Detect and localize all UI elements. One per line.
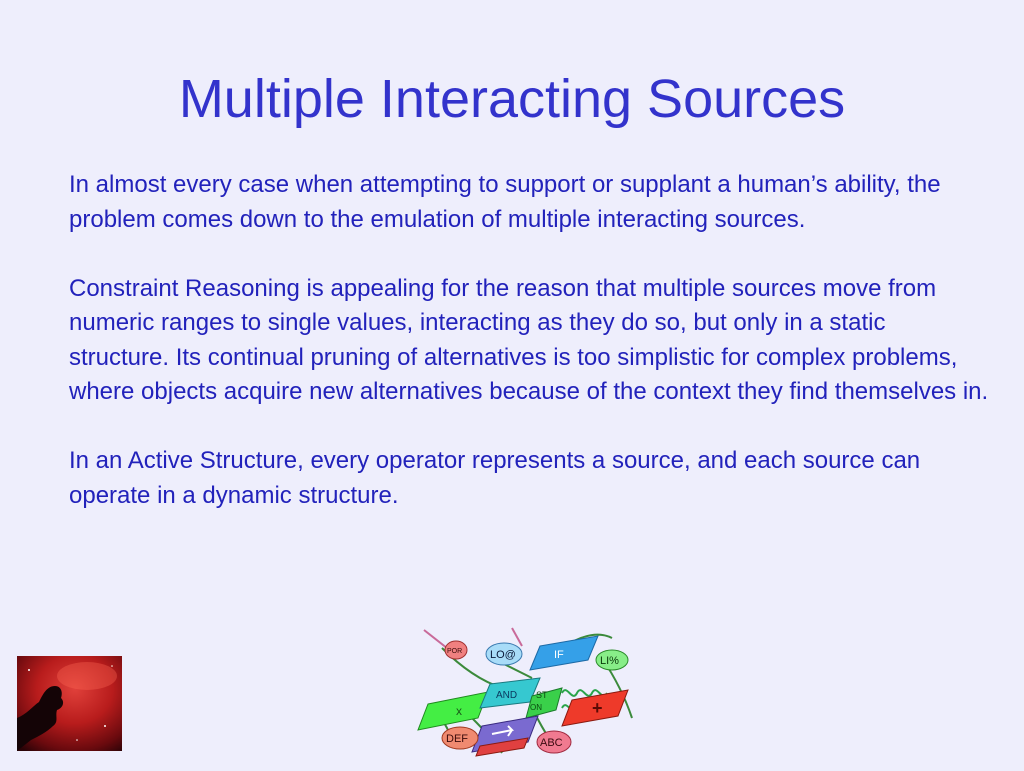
- arrow-icon: [491, 725, 515, 737]
- st-label: ST: [536, 690, 548, 700]
- x-label: x: [456, 704, 462, 718]
- paragraph-1: In almost every case when attempting to …: [69, 171, 941, 233]
- on-label: ON: [530, 703, 542, 712]
- arrow-tile-edge: [475, 737, 529, 757]
- slide-title: Multiple Interacting Sources: [178, 69, 846, 129]
- li-node: [595, 649, 629, 671]
- abc-label: ABC: [540, 737, 563, 749]
- por-node: [444, 640, 468, 660]
- paragraph-3: In an Active Structure, every operator r…: [69, 447, 921, 509]
- network-graphic: IF x AND ST ON + POR LO@ LI% DEF ABC: [417, 627, 633, 757]
- loc-node: [485, 642, 523, 666]
- def-label: DEF: [446, 733, 468, 745]
- loc-label: LO@: [490, 649, 516, 661]
- plus-tile: [561, 689, 629, 727]
- li-label: LI%: [600, 655, 619, 667]
- and-label: AND: [496, 690, 517, 701]
- plus-label: +: [592, 698, 603, 718]
- x-tile: [417, 691, 489, 731]
- slide-body: In almost every case when attempting to …: [69, 168, 989, 548]
- active-structure-diagram: IF x AND ST ON + POR LO@ LI% DEF ABC: [412, 618, 648, 766]
- def-node: [441, 726, 479, 750]
- abc-node: [536, 730, 572, 754]
- st-tile: [525, 687, 563, 719]
- paragraph-2: Constraint Reasoning is appealing for th…: [69, 274, 989, 406]
- if-label: IF: [554, 649, 564, 661]
- if-tile: [529, 635, 599, 671]
- nebula-image: [17, 656, 122, 751]
- nebula-graphic: [17, 656, 122, 751]
- por-label: POR: [447, 648, 462, 655]
